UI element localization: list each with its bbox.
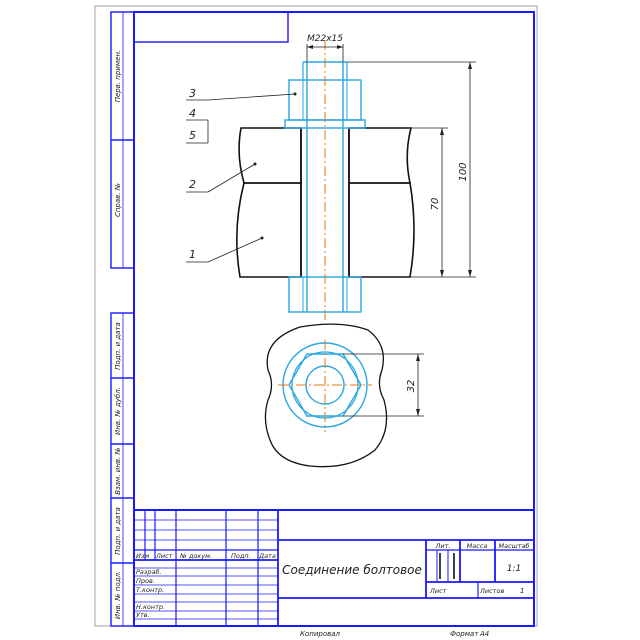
- dim-70-label: 70: [430, 198, 441, 211]
- plate-lower-left: [236, 182, 302, 278]
- dim-100-label: 100: [458, 162, 469, 181]
- sheet-border: [94, 5, 538, 627]
- hdr-list: Лист: [155, 552, 173, 560]
- top-view: [264, 323, 388, 468]
- hdr-n-dokum: № докум.: [179, 552, 212, 560]
- footer: Копировал Формат А4: [300, 630, 489, 638]
- leader-4: 4: [189, 107, 196, 120]
- role-t-kontr: Т.контр.: [136, 586, 164, 594]
- dimensions: M22x15 100 70 32: [306, 34, 476, 417]
- drawing-title: Соединение болтовое: [282, 563, 422, 577]
- stamp-podp-data-1: Подп. и дата: [114, 322, 122, 370]
- role-prov: Пров.: [136, 577, 155, 585]
- plate-upper-right: [348, 127, 413, 184]
- plate-upper-left: [238, 127, 302, 184]
- scale-value: 1:1: [507, 564, 521, 574]
- lit-label: Лит.: [435, 542, 451, 550]
- leader-3: 3: [189, 87, 196, 100]
- hdr-podp: Подп.: [231, 552, 251, 560]
- stamp-inv-dubl: Инв. № дубл.: [114, 387, 122, 435]
- role-utv: Утв.: [136, 611, 150, 619]
- role-razrab: Разраб.: [136, 568, 162, 576]
- sheets-label: Листов: [479, 587, 504, 595]
- stamp-sprav: Справ. №: [114, 183, 122, 217]
- stamp-inv-podl: Инв. № подл.: [114, 571, 122, 619]
- leader-5: 5: [189, 129, 196, 142]
- main-frame: [133, 11, 535, 627]
- plate-outline: [264, 323, 388, 468]
- sheet-label: Лист: [429, 587, 447, 595]
- plate-lower-right: [348, 182, 415, 278]
- copied-label: Копировал: [300, 630, 341, 638]
- mass-label: Масса: [467, 542, 488, 550]
- scale-label: Масштаб: [499, 542, 530, 550]
- hdr-data: Дата: [258, 552, 276, 560]
- hdr-izm: Изм: [136, 552, 149, 560]
- stamp-perv-primen: Перв. примен.: [114, 50, 122, 103]
- side-stamp: Перв. примен. Справ. № Подп. и дата Инв.…: [110, 11, 135, 627]
- bolt-shank: [302, 61, 348, 312]
- role-n-kontr: Н.контр.: [136, 603, 165, 611]
- leaders: 3 4 5 2 1: [186, 87, 297, 263]
- format-value: А4: [479, 630, 489, 638]
- stamp-podp-data-2: Подп. и дата: [114, 507, 122, 555]
- front-view: [236, 40, 415, 320]
- format-label: Формат: [450, 630, 479, 638]
- stamp-vzam-inv: Взам. инв. №: [114, 447, 122, 495]
- leader-1: 1: [189, 248, 196, 261]
- leader-2: 2: [189, 178, 196, 191]
- sheets-value: 1: [520, 587, 524, 595]
- dim-32-label: 32: [406, 380, 417, 393]
- thread-label: M22x15: [307, 34, 343, 44]
- title-block: Изм Лист № докум. Подп. Дата Разраб. Про…: [133, 509, 535, 627]
